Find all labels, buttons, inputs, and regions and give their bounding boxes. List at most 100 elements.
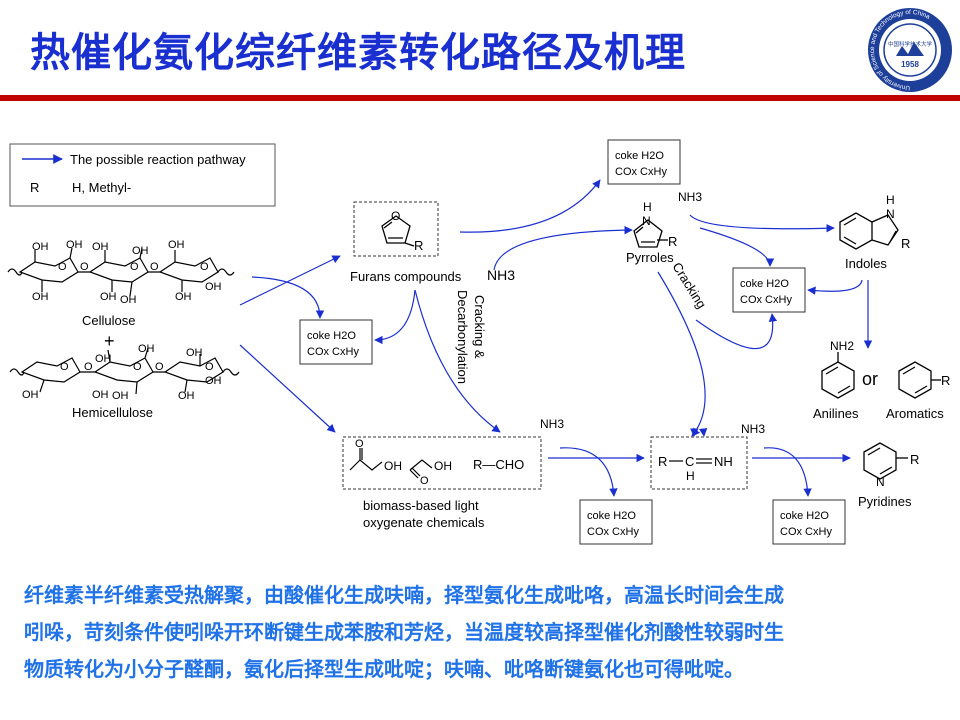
svg-text:coke H2O: coke H2O xyxy=(780,510,829,522)
plus-sign: + xyxy=(104,331,115,351)
pyridine-r: R xyxy=(910,452,919,467)
svg-text:COx CxHy: COx CxHy xyxy=(780,526,832,538)
imine-box xyxy=(650,436,748,490)
logo-emblem-icon xyxy=(896,42,924,56)
imine-r: R xyxy=(658,454,667,469)
svg-text:O: O xyxy=(60,361,69,373)
svg-text:coke H2O: coke H2O xyxy=(307,330,356,342)
svg-text:O: O xyxy=(130,261,139,273)
byproduct-box-5: coke H2O COx CxHy xyxy=(772,499,846,545)
indole-n: N xyxy=(886,207,895,221)
svg-text:O: O xyxy=(58,261,67,273)
cracking-decarbonylation-label-1: Cracking & xyxy=(472,295,487,359)
svg-text:COx CxHy: COx CxHy xyxy=(307,346,359,358)
pyrrole-structure xyxy=(633,219,668,248)
reaction-pathway-diagram: The possible reaction pathway R H, Methy… xyxy=(7,139,950,545)
svg-text:OH: OH xyxy=(32,241,49,253)
title-divider xyxy=(0,95,960,101)
caption-text: 纤维素半纤维素受热解聚，由酸催化生成呋喃，择型氨化生成吡咯，高温长时间会生成 吲… xyxy=(24,577,939,688)
byproduct-box-2: coke H2O COx CxHy xyxy=(607,139,681,185)
caption-line-3: 物质转化为小分子醛酮，氨化后择型生成吡啶；呋喃、吡咯断键氨化也可得吡啶。 xyxy=(24,657,744,681)
svg-text:OH: OH xyxy=(95,353,112,365)
furan-box xyxy=(353,201,439,257)
svg-text:coke H2O: coke H2O xyxy=(740,278,789,290)
furan-o: O xyxy=(391,209,400,223)
svg-text:OH: OH xyxy=(132,245,149,257)
hemicellulose-label: Hemicellulose xyxy=(72,405,153,420)
oxygenate-structures xyxy=(349,448,433,479)
svg-text:O: O xyxy=(155,361,164,373)
svg-text:OH: OH xyxy=(92,241,109,253)
indoles-label: Indoles xyxy=(845,256,887,271)
aromatic-r: R xyxy=(941,373,950,388)
pyridines-label: Pyridines xyxy=(858,494,912,509)
logo-cn-text: 中国科学技术大学 xyxy=(888,40,933,48)
pyrrole-n: N xyxy=(642,214,651,228)
pyridine-n: N xyxy=(876,475,885,489)
byproduct-box-3: coke H2O COx CxHy xyxy=(732,267,806,313)
legend-r-symbol: R xyxy=(30,180,39,195)
svg-text:O: O xyxy=(420,475,429,487)
svg-text:OH: OH xyxy=(138,343,155,355)
svg-text:OH: OH xyxy=(100,291,117,303)
r-cho: R—CHO xyxy=(473,457,524,472)
svg-text:OH: OH xyxy=(186,347,203,359)
svg-text:OH: OH xyxy=(205,375,222,387)
svg-text:O: O xyxy=(84,361,93,373)
imine-h: H xyxy=(686,469,695,483)
oxygenate-oh-1: OH xyxy=(384,459,402,473)
svg-text:coke H2O: coke H2O xyxy=(615,150,664,162)
aniline-nh2: NH2 xyxy=(830,339,854,353)
aromatic-structure xyxy=(898,361,941,399)
pyridine-structure xyxy=(863,442,908,480)
svg-text:coke H2O: coke H2O xyxy=(587,510,636,522)
svg-text:OH: OH xyxy=(168,239,185,251)
svg-text:OH: OH xyxy=(120,294,137,306)
cellulose-structure xyxy=(7,247,235,297)
imine-nh: NH xyxy=(714,454,733,469)
caption-line-1: 纤维素半纤维素受热解聚，由酸催化生成呋喃，择型氨化生成吡咯，高温长时间会生成 xyxy=(24,583,784,607)
pathway-arrows xyxy=(239,179,873,497)
hemicellulose-structure xyxy=(9,347,240,395)
svg-text:COx CxHy: COx CxHy xyxy=(587,526,639,538)
nh3-label-2: NH3 xyxy=(678,190,702,204)
svg-text:O: O xyxy=(205,361,214,373)
svg-text:OH: OH xyxy=(32,291,49,303)
cracking-decarbonylation-label-2: Decarbonylation xyxy=(455,290,470,384)
svg-text:OH: OH xyxy=(178,390,195,402)
oxygenate-oh-2: OH xyxy=(434,459,452,473)
pyrrole-r: R xyxy=(668,234,677,249)
byproduct-box-4: coke H2O COx CxHy xyxy=(579,499,653,545)
cellulose-oh-labels: OH OH OH OH OH OH OH OH OH OH O O O O O xyxy=(32,239,222,306)
legend-box: The possible reaction pathway R H, Methy… xyxy=(9,143,276,207)
svg-text:O: O xyxy=(150,261,159,273)
svg-text:COx CxHy: COx CxHy xyxy=(740,294,792,306)
nh3-label-3: NH3 xyxy=(540,417,564,431)
svg-text:OH: OH xyxy=(175,291,192,303)
furan-structure xyxy=(381,215,415,247)
pyrroles-label: Pyrroles xyxy=(626,250,674,265)
logo-year: 1958 xyxy=(901,60,919,69)
caption-line-2: 吲哚，苛刻条件使吲哚开环断键生成苯胺和芳烃，当温度较高择型催化剂酸性较弱时生 xyxy=(24,620,784,644)
svg-text:OH: OH xyxy=(66,239,83,251)
nh3-label-4: NH3 xyxy=(741,422,765,436)
legend-r-meaning: H, Methyl- xyxy=(72,180,131,195)
oxygenates-label-2: oxygenate chemicals xyxy=(363,515,485,530)
legend-arrow-label: The possible reaction pathway xyxy=(70,152,246,167)
page-title: 热催化氨化综纤维素转化路径及机理 xyxy=(30,30,686,76)
svg-text:OH: OH xyxy=(205,281,222,293)
svg-text:OH: OH xyxy=(112,390,129,402)
aromatics-label: Aromatics xyxy=(886,406,944,421)
hemicellulose-oh-labels: OH OH OH OH OH OH OH OH O O O O O xyxy=(22,343,222,402)
svg-text:O: O xyxy=(200,261,209,273)
svg-text:O: O xyxy=(80,261,89,273)
indole-structure xyxy=(839,212,899,250)
svg-text:O: O xyxy=(355,438,364,450)
oxygenates-label-1: biomass-based light xyxy=(363,498,479,513)
anilines-label: Anilines xyxy=(813,406,859,421)
furan-r: R xyxy=(414,238,423,253)
imine-c: C xyxy=(685,454,694,469)
indole-h: H xyxy=(886,193,895,207)
pyrrole-h: H xyxy=(643,200,652,214)
university-logo: University of Science and Technology of … xyxy=(868,8,952,92)
